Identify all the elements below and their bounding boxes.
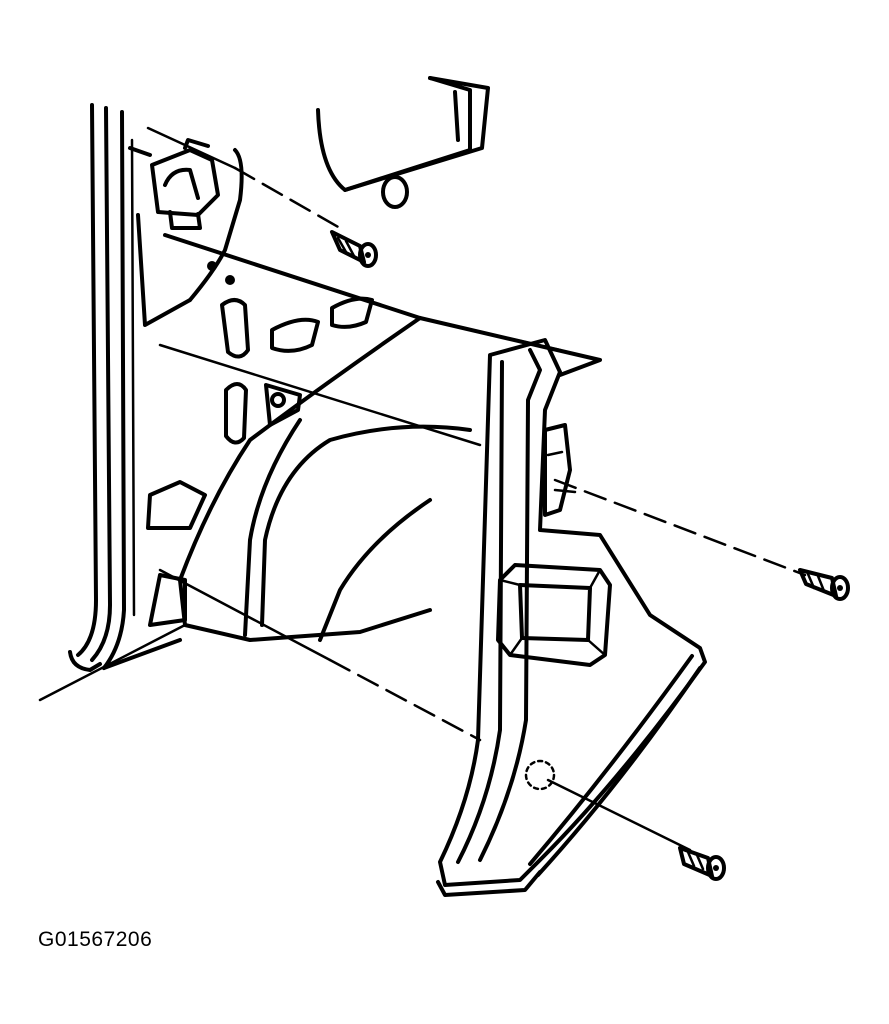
upper-bracket [316, 76, 490, 209]
panel-boss [264, 383, 302, 427]
leader-lines [146, 126, 807, 852]
panel-hole-4 [224, 382, 248, 445]
left-pillar [38, 103, 187, 702]
panel-hole-3 [330, 296, 374, 329]
panel-hole-1 [220, 298, 250, 359]
latch-striker [128, 138, 220, 230]
upper-screw [330, 230, 378, 268]
inner-body-panel [136, 148, 602, 642]
pillar-trim-panel [436, 338, 707, 897]
figure-id-label: G01567206 [38, 928, 153, 951]
panel-hole-5 [146, 480, 207, 530]
middle-screw [798, 568, 850, 601]
lower-screw [678, 846, 726, 881]
panel-hole-2 [270, 317, 320, 353]
